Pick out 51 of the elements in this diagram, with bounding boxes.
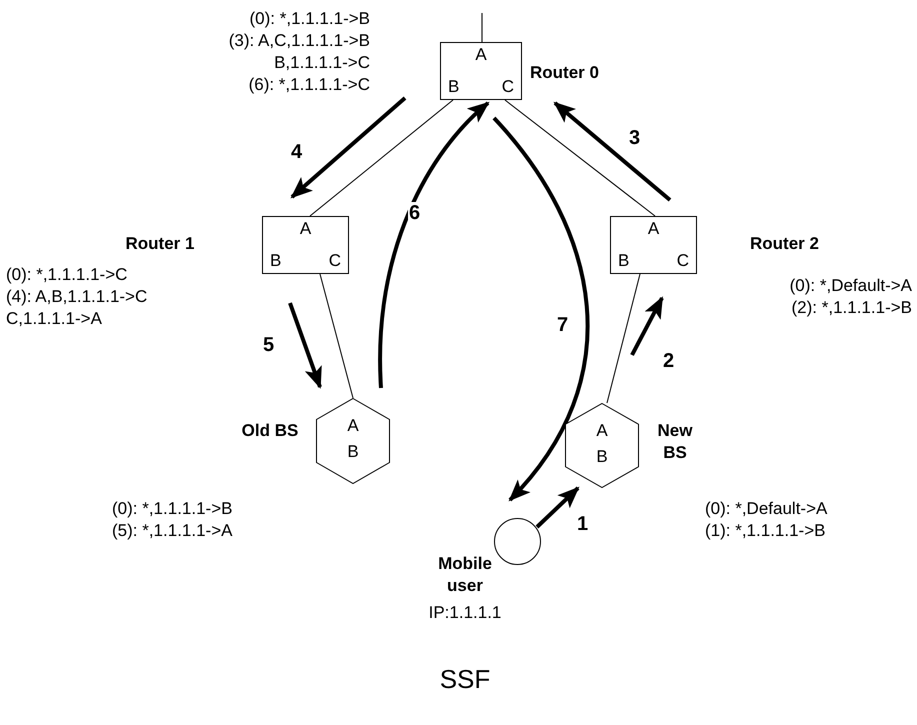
- routing-entry: (6): *,1.1.1.1->C: [248, 75, 370, 94]
- link-line: [504, 100, 656, 216]
- port-label: C: [676, 251, 689, 271]
- routing-entry: (4): A,B,1.1.1.1->C: [6, 287, 148, 306]
- routing-entry: B,1.1.1.1->C: [274, 53, 370, 72]
- node-title: New BS: [656, 420, 694, 464]
- message-arrow: [290, 96, 406, 198]
- node-title: Router 1: [124, 233, 196, 255]
- routing-entry: (0): *,1.1.1.1->B: [112, 499, 232, 518]
- base-station-hexagon: [316, 398, 390, 484]
- port-label: B: [346, 442, 360, 462]
- base-station-hexagon: [565, 403, 639, 488]
- message-arrow: [492, 116, 590, 502]
- node-title: Router 2: [750, 233, 820, 255]
- router-box: [262, 216, 349, 274]
- message-arrow: [536, 486, 580, 528]
- link-line: [606, 274, 640, 404]
- router-box: [610, 216, 697, 274]
- port-label: A: [646, 219, 660, 239]
- message-arrow: [630, 296, 664, 356]
- port-label: A: [595, 421, 609, 441]
- port-label: C: [502, 77, 514, 97]
- link-line: [320, 274, 354, 398]
- port-label: A: [346, 416, 360, 436]
- caption: SSF: [438, 664, 492, 694]
- routing-entry: (0): *,1.1.1.1->B: [250, 9, 370, 28]
- port-label: B: [618, 251, 630, 271]
- port-label: A: [298, 219, 312, 239]
- router-box: [440, 42, 522, 100]
- message-arrow: [378, 102, 490, 388]
- port-label: B: [595, 447, 609, 467]
- routing-entry: (2): *,1.1.1.1->B: [792, 298, 912, 317]
- node-title: Mobile user: [437, 553, 493, 597]
- node-title: Router 0: [530, 62, 600, 84]
- message-arrow: [553, 101, 672, 202]
- routing-entry: (0): *,Default->A: [790, 276, 912, 295]
- link-line: [310, 100, 454, 216]
- routing-entry: C,1.1.1.1->A: [6, 309, 102, 328]
- port-label: B: [448, 77, 460, 97]
- mobile-user-circle: [494, 518, 541, 565]
- routing-entry: (0): *,1.1.1.1->C: [6, 265, 128, 284]
- port-label: C: [328, 251, 341, 271]
- node-title: Old BS: [240, 420, 300, 442]
- port-label: B: [270, 251, 282, 271]
- port-label: A: [474, 45, 488, 65]
- ip-address: IP:1.1.1.1: [428, 603, 502, 622]
- message-arrow: [288, 302, 322, 389]
- routing-entry: (3): A,C,1.1.1.1->B: [228, 31, 370, 50]
- routing-entry: (5): *,1.1.1.1->A: [112, 521, 232, 540]
- routing-entry: (1): *,1.1.1.1->B: [705, 521, 826, 540]
- routing-entry: (0): *,Default->A: [705, 499, 828, 518]
